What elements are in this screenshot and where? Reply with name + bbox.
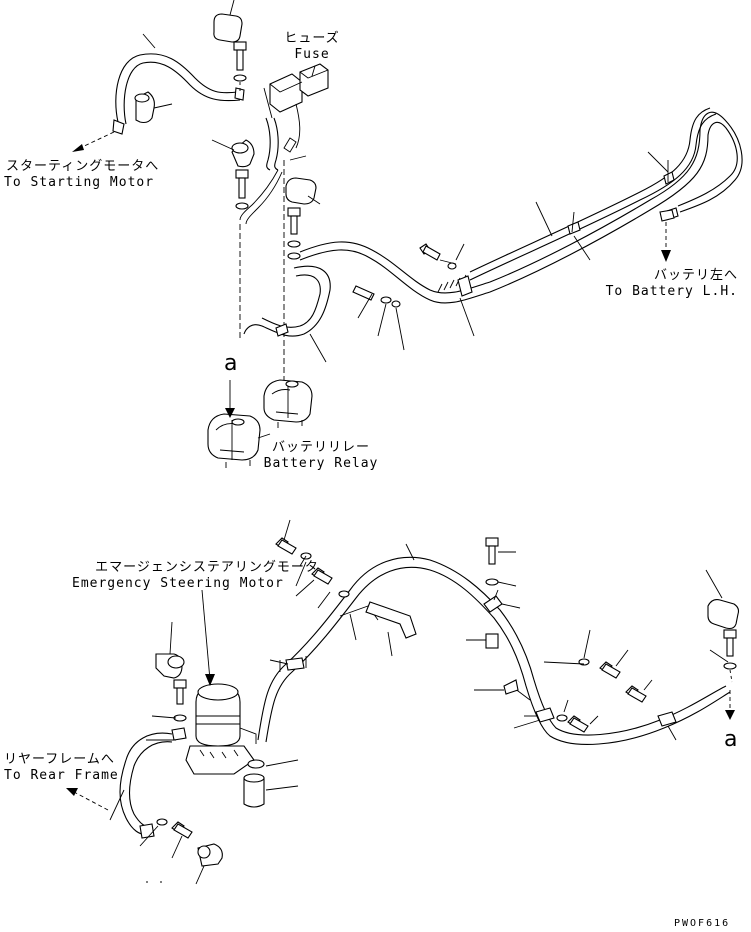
fuse-label-en: Fuse (294, 47, 330, 62)
battery-relay-label-en: Battery Relay (263, 456, 379, 471)
fuse (269, 63, 329, 149)
battery-relay-label-jp: バッテリリレー (271, 440, 370, 455)
battery-relay-b (263, 379, 313, 428)
far-right-boot (705, 569, 740, 683)
right-bolt (287, 207, 301, 260)
rear-frame-label-en: To Rear Frame (4, 768, 119, 783)
bolt-group-right (543, 629, 653, 733)
motor-boot-left (146, 621, 187, 741)
sleeve (437, 274, 475, 337)
top-assembly (72, 0, 743, 468)
battery-relay-a (207, 413, 271, 468)
ref-letter-a-top: a (224, 351, 239, 376)
fuse-lead (239, 87, 307, 225)
top-boot (213, 0, 243, 43)
battery-cable (299, 107, 743, 304)
bolt-pair-left (275, 519, 350, 609)
rear-frame-label-jp: リヤーフレームへ (4, 752, 115, 767)
right-boot (285, 177, 321, 205)
emergency-steering-motor (171, 589, 257, 775)
mid-bolt (235, 169, 249, 210)
lower-bolt (352, 285, 405, 351)
starting-motor-label-en: To Starting Motor (4, 175, 155, 190)
starting-motor-arrow (72, 131, 115, 152)
bottom-left-hardware (139, 818, 223, 885)
drawing-code: PWOF616 (674, 918, 731, 929)
battery-lh-label-jp: バッテリ左へ (653, 268, 738, 283)
ref-letter-a-bottom: a (724, 727, 739, 752)
relay-cable (243, 265, 331, 363)
emergency-motor-label-jp: エマージェンシステアリングモータ (95, 560, 319, 575)
emergency-motor-label-en: Emergency Steering Motor (72, 576, 284, 591)
bottom-assembly (66, 519, 740, 885)
ref-arrow-top (225, 380, 235, 418)
motor-terminal-boot (243, 759, 299, 808)
starting-motor-label-jp: スターティングモータへ (6, 159, 160, 174)
elbow-boot-left (134, 91, 173, 124)
starting-motor-cable (112, 33, 245, 135)
battery-lh-arrow (659, 209, 675, 262)
fuse-label-jp: ヒューズ (284, 31, 340, 46)
bolt-stack-right (466, 537, 521, 649)
upper-right-bolt (419, 243, 465, 270)
battery-lh-label-en: To Battery L.H. (605, 284, 738, 299)
elbow-boot-mid (211, 139, 255, 168)
bottom-clamps (269, 543, 677, 741)
top-bolt (233, 41, 247, 92)
rear-frame-arrow (66, 788, 109, 811)
ref-arrow-bottom (725, 690, 735, 720)
